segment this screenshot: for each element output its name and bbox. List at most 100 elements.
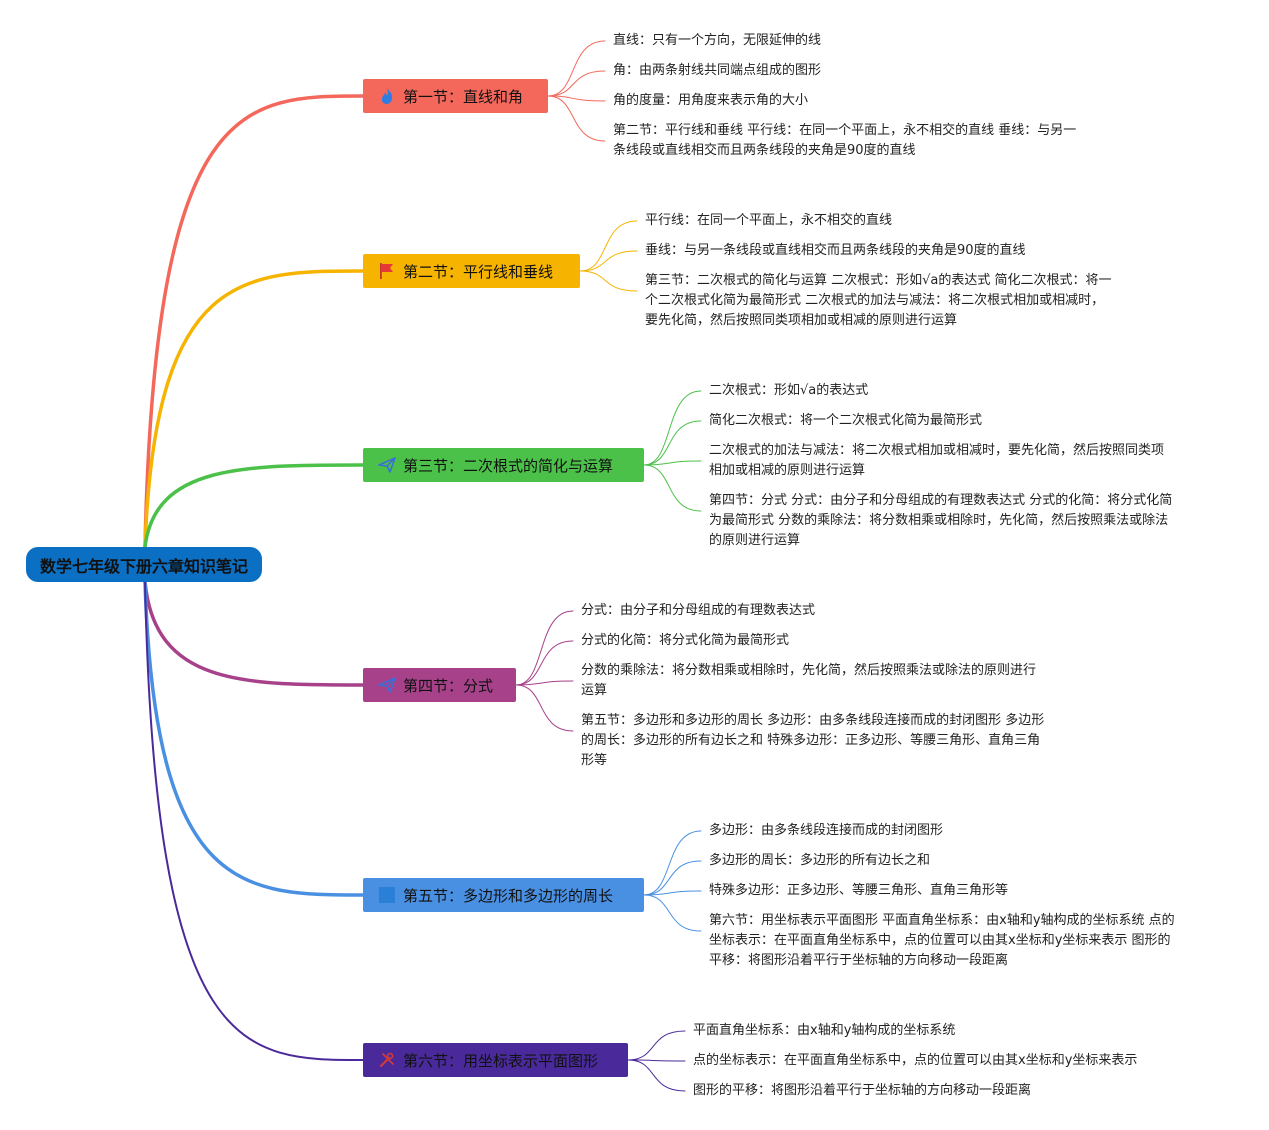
leaf-note-line: 点的坐标表示：在平面直角坐标系中，点的位置可以由其x坐标和y坐标来表示 bbox=[693, 1053, 1138, 1068]
leaf-note-line: 垂线：与另一条线段或直线相交而且两条线段的夹角是90度的直线 bbox=[645, 243, 1026, 258]
section-title: 第二节：平行线和垂线 bbox=[403, 262, 554, 281]
leaf-connector bbox=[547, 95, 606, 102]
leaf-note[interactable]: 第二节：平行线和垂线 平行线：在同一个平面上，永不相交的直线 垂线：与另一条线段… bbox=[613, 121, 1076, 161]
leaf-note[interactable]: 第六节：用坐标表示平面图形 平面直角坐标系：由x轴和y轴构成的坐标系统 点的坐标… bbox=[709, 911, 1175, 971]
leaf-connector bbox=[643, 464, 702, 512]
leaf-note-line: 第三节：二次根式的简化与运算 二次根式：形如√a的表达式 简化二次根式：将一 bbox=[645, 273, 1112, 288]
branch-line bbox=[143, 580, 365, 897]
leaf-connector bbox=[643, 460, 702, 466]
leaf-note-line: 为最简形式 分数的乘除法：将分数相乘或相除时，先化简，然后按照乘法或除法 bbox=[709, 513, 1169, 528]
section-title: 第三节：二次根式的简化与运算 bbox=[403, 456, 614, 475]
leaf-connector bbox=[579, 220, 638, 272]
leaf-note-line: 角：由两条射线共同端点组成的图形 bbox=[613, 63, 822, 78]
leaf-connector bbox=[515, 640, 574, 686]
flag-icon bbox=[377, 261, 397, 281]
leaf-note-line: 平面直角坐标系：由x轴和y轴构成的坐标系统 bbox=[693, 1023, 956, 1038]
branch-line bbox=[143, 269, 365, 549]
leaf-note-line: 要先化简，然后按照同类项相加或相减的原则进行运算 bbox=[645, 313, 958, 328]
section-title: 第五节：多边形和多边形的周长 bbox=[403, 886, 614, 905]
tools-icon bbox=[377, 1050, 397, 1070]
fire-icon bbox=[377, 86, 397, 106]
section-node[interactable]: 第一节：直线和角 bbox=[363, 79, 548, 113]
leaf-note-line: 图形的平移：将图形沿着平行于坐标轴的方向移动一段距离 bbox=[693, 1083, 1032, 1098]
leaf-connector bbox=[643, 390, 702, 466]
leaf-note[interactable]: 平面直角坐标系：由x轴和y轴构成的坐标系统 bbox=[693, 1021, 955, 1041]
leaf-note-line: 坐标表示：在平面直角坐标系中，点的位置可以由其x坐标和y坐标来表示 图形的 bbox=[709, 933, 1171, 948]
leaf-note-line: 条线段或直线相交而且两条线段的夹角是90度的直线 bbox=[613, 143, 916, 158]
leaf-note-line: 分式：由分子和分母组成的有理数表达式 bbox=[581, 603, 816, 618]
leaf-connector bbox=[643, 830, 702, 896]
leaf-connector bbox=[643, 890, 702, 896]
leaf-note[interactable]: 分数的乘除法：将分数相乘或相除时，先化简，然后按照乘法或除法的原则进行运算 bbox=[581, 661, 1036, 701]
leaf-note[interactable]: 平行线：在同一个平面上，永不相交的直线 bbox=[645, 211, 892, 231]
section-node[interactable]: 第二节：平行线和垂线 bbox=[363, 254, 580, 288]
leaf-connector bbox=[515, 680, 574, 686]
leaf-note-line: 分式的化简：将分式化简为最简形式 bbox=[581, 633, 790, 648]
leaf-note-line: 形等 bbox=[581, 753, 608, 768]
leaf-connector bbox=[547, 40, 606, 97]
leaf-note-line: 直线：只有一个方向，无限延伸的线 bbox=[613, 33, 822, 48]
leaf-note-line: 运算 bbox=[581, 683, 608, 698]
leaf-note-line: 特殊多边形：正多边形、等腰三角形、直角三角形等 bbox=[709, 883, 1009, 898]
root-title: 数学七年级下册六章知识笔记 bbox=[39, 556, 248, 576]
leaf-note-line: 第六节：用坐标表示平面图形 平面直角坐标系：由x轴和y轴构成的坐标系统 点的 bbox=[709, 913, 1175, 928]
leaf-connector bbox=[627, 1059, 686, 1092]
leaf-note-line: 角的度量：用角度来表示角的大小 bbox=[613, 93, 809, 108]
leaf-note[interactable]: 分式的化简：将分式化简为最简形式 bbox=[581, 631, 789, 651]
leaf-note-line: 多边形的周长：多边形的所有边长之和 bbox=[709, 853, 931, 868]
section-node[interactable]: 第四节：分式 bbox=[363, 668, 516, 702]
leaf-connector bbox=[515, 684, 574, 732]
leaf-note[interactable]: 多边形的周长：多边形的所有边长之和 bbox=[709, 851, 930, 871]
leaf-note[interactable]: 角：由两条射线共同端点组成的图形 bbox=[613, 61, 821, 81]
leaf-note[interactable]: 简化二次根式：将一个二次根式化简为最简形式 bbox=[709, 411, 982, 431]
leaf-connector bbox=[547, 70, 606, 97]
leaf-connector bbox=[579, 270, 638, 292]
leaf-note[interactable]: 垂线：与另一条线段或直线相交而且两条线段的夹角是90度的直线 bbox=[645, 241, 1026, 261]
leaf-note-line: 的原则进行运算 bbox=[709, 533, 801, 548]
leaf-note-line: 第二节：平行线和垂线 平行线：在同一个平面上，永不相交的直线 垂线：与另一 bbox=[613, 123, 1077, 138]
leaf-note[interactable]: 图形的平移：将图形沿着平行于坐标轴的方向移动一段距离 bbox=[693, 1081, 1031, 1101]
leaf-connector bbox=[579, 250, 638, 272]
leaf-note[interactable]: 二次根式的加法与减法：将二次根式相加或相减时，要先化简，然后按照同类项相加或相减… bbox=[709, 441, 1164, 481]
leaf-connector bbox=[643, 894, 702, 932]
leaf-note-line: 的周长：多边形的所有边长之和 特殊多边形：正多边形、等腰三角形、直角三角 bbox=[581, 733, 1041, 748]
leaf-note-line: 平移：将图形沿着平行于坐标轴的方向移动一段距离 bbox=[709, 953, 1009, 968]
leaf-note-line: 第五节：多边形和多边形的周长 多边形：由多条线段连接而成的封闭图形 多边形 bbox=[581, 713, 1045, 728]
leaf-connector bbox=[547, 95, 606, 142]
leaf-note[interactable]: 第三节：二次根式的简化与运算 二次根式：形如√a的表达式 简化二次根式：将一个二… bbox=[645, 271, 1112, 331]
section-title: 第六节：用坐标表示平面图形 bbox=[403, 1051, 599, 1070]
leaf-note-line: 多边形：由多条线段连接而成的封闭图形 bbox=[709, 823, 944, 838]
root-topic[interactable]: 数学七年级下册六章知识笔记 bbox=[26, 547, 262, 582]
leaf-note[interactable]: 直线：只有一个方向，无限延伸的线 bbox=[613, 31, 821, 51]
leaf-connector bbox=[643, 420, 702, 466]
leaf-connector bbox=[627, 1030, 686, 1061]
leaf-note[interactable]: 点的坐标表示：在平面直角坐标系中，点的位置可以由其x坐标和y坐标来表示 bbox=[693, 1051, 1137, 1071]
section-title: 第一节：直线和角 bbox=[403, 87, 524, 106]
leaf-connector bbox=[643, 860, 702, 896]
leaf-note[interactable]: 角的度量：用角度来表示角的大小 bbox=[613, 91, 808, 111]
leaf-note-line: 简化二次根式：将一个二次根式化简为最简形式 bbox=[709, 413, 983, 428]
leaf-connector bbox=[515, 610, 574, 686]
paper-plane-icon bbox=[377, 455, 397, 475]
paper-plane-icon bbox=[377, 675, 397, 695]
branch-line bbox=[143, 94, 365, 549]
branch-line bbox=[143, 580, 365, 687]
branch-line bbox=[144, 581, 364, 1061]
leaf-note-line: 个二次根式化简为最简形式 二次根式的加法与减法：将二次根式相加或相减时， bbox=[645, 293, 1105, 308]
section-node[interactable]: 第三节：二次根式的简化与运算 bbox=[363, 448, 644, 482]
leaf-note[interactable]: 分式：由分子和分母组成的有理数表达式 bbox=[581, 601, 815, 621]
section-node[interactable]: 第六节：用坐标表示平面图形 bbox=[363, 1043, 628, 1077]
leaf-note[interactable]: 特殊多边形：正多边形、等腰三角形、直角三角形等 bbox=[709, 881, 1008, 901]
leaf-note[interactable]: 二次根式：形如√a的表达式 bbox=[709, 381, 868, 401]
leaf-note-line: 分数的乘除法：将分数相乘或相除时，先化简，然后按照乘法或除法的原则进行 bbox=[581, 663, 1037, 678]
square-icon bbox=[377, 885, 397, 905]
branch-line bbox=[143, 463, 365, 549]
leaf-note[interactable]: 第五节：多边形和多边形的周长 多边形：由多条线段连接而成的封闭图形 多边形的周长… bbox=[581, 711, 1044, 771]
leaf-note[interactable]: 多边形：由多条线段连接而成的封闭图形 bbox=[709, 821, 943, 841]
leaf-note[interactable]: 第四节：分式 分式：由分子和分母组成的有理数表达式 分式的化简：将分式化简为最简… bbox=[709, 491, 1172, 551]
section-node[interactable]: 第五节：多边形和多边形的周长 bbox=[363, 878, 644, 912]
leaf-note-line: 二次根式：形如√a的表达式 bbox=[709, 383, 869, 398]
leaf-connector bbox=[627, 1059, 686, 1062]
section-title: 第四节：分式 bbox=[403, 676, 494, 695]
